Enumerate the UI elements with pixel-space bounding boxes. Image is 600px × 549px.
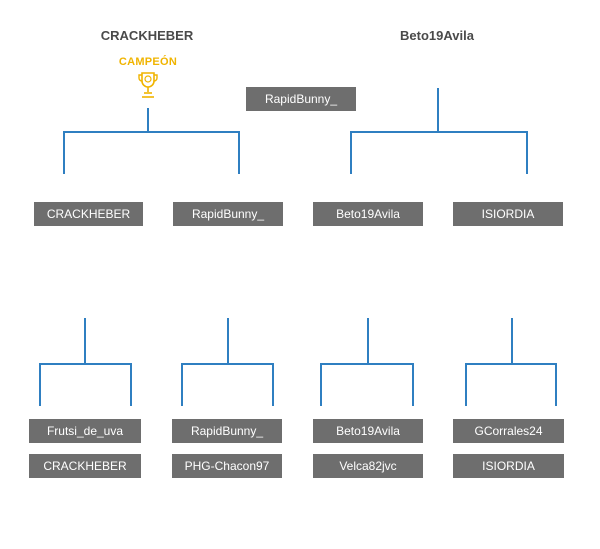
quarterfinal-4-top: GCorrales24 [453,419,564,443]
quarterfinal-2-bottom: PHG-Chacon97 [172,454,282,478]
quarterfinal-3-top: Beto19Avila [313,419,423,443]
trophy-icon [138,72,158,98]
quarterfinal-3-bottom: Velca82jvc [313,454,423,478]
champion-label: CAMPEÓN [118,56,178,68]
finalist-right-name: Beto19Avila [400,28,474,43]
semifinal-box-4: ISIORDIA [453,202,563,226]
quarterfinal-1-top: Frutsi_de_uva [29,419,141,443]
final-winner-box: RapidBunny_ [246,87,356,111]
semifinal-box-1: CRACKHEBER [34,202,143,226]
semifinal-box-2: RapidBunny_ [173,202,283,226]
quarterfinal-2-top: RapidBunny_ [172,419,282,443]
quarterfinal-1-bottom: CRACKHEBER [29,454,141,478]
semifinal-box-3: Beto19Avila [313,202,423,226]
quarterfinal-4-bottom: ISIORDIA [453,454,564,478]
finalist-left-name: CRACKHEBER [100,28,194,43]
